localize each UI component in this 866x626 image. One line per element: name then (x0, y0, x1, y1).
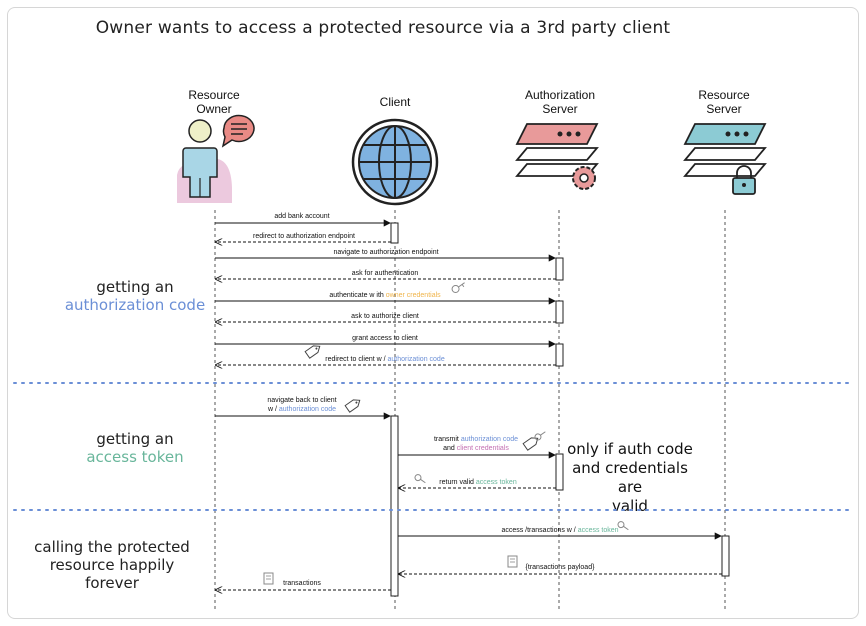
note-line2: and credentials are (572, 459, 688, 496)
label-ask-authentication: ask for authentication (352, 270, 419, 277)
phase-access-token: getting an access token (60, 430, 210, 466)
label-authenticate: authenticate w ith owner credentials (329, 292, 441, 299)
label-navigate-auth-endpoint: navigate to authorization endpoint (333, 249, 438, 256)
document-icon (507, 555, 518, 568)
code-tag-icon-2 (344, 399, 361, 413)
resource-server-icon (683, 123, 767, 195)
actor-client-line1: Client (379, 95, 411, 109)
actor-resource-line2: Server (706, 102, 742, 116)
actor-auth-line1: Authorization (524, 88, 596, 102)
token-key-icon-2 (617, 521, 629, 531)
resource-activation (721, 535, 730, 577)
actor-owner-label: Resource Owner (178, 88, 250, 116)
phase-1-line2: authorization code (64, 296, 206, 314)
authorization-server-icon (515, 123, 599, 190)
code-and-key-icon (522, 431, 546, 451)
actor-resource-label: Resource Server (686, 88, 762, 116)
client-globe-icon (351, 118, 439, 206)
phase-2-line2: access token (86, 448, 184, 466)
auth-activation-3 (555, 343, 564, 367)
owner-key-icon (451, 282, 465, 293)
actor-owner-line2: Owner (196, 102, 232, 116)
label-add-bank-account: add bank account (274, 213, 329, 220)
diagram-title: Owner wants to access a protected resour… (95, 18, 671, 38)
phase-2-line1: getting an (96, 430, 174, 448)
phase-3-line1: calling the protected (34, 538, 190, 556)
label-access-transactions: access /transactions w / access token (501, 527, 618, 534)
document-icon-2 (263, 572, 274, 585)
label-grant-access: grant access to client (352, 335, 418, 342)
label-return-token: return valid access token (439, 479, 517, 486)
auth-activation-2 (555, 300, 564, 324)
phase-3-line2: resource happily forever (49, 556, 175, 592)
actor-auth-line2: Server (542, 102, 578, 116)
actor-auth-label: Authorization Server (512, 88, 608, 116)
label-navigate-back-line1: navigate back to client (267, 397, 336, 404)
label-transmit-line1: transmit authorization code (434, 436, 518, 443)
label-transactions: transactions (283, 580, 321, 587)
actor-resource-line1: Resource (698, 88, 750, 102)
client-activation-2 (390, 415, 399, 597)
phase-1-line1: getting an (96, 278, 174, 296)
validity-note: only if auth code and credentials are va… (565, 440, 695, 516)
label-redirect-auth-endpoint: redirect to authorization endpoint (253, 233, 355, 240)
auth-activation-4 (555, 453, 564, 491)
token-key-icon (414, 474, 426, 484)
note-line1: only if auth code (567, 440, 693, 458)
label-redirect-with-code: redirect to client w / authorization cod… (325, 356, 445, 363)
actor-owner-line1: Resource (188, 88, 240, 102)
label-transactions-payload: {transactions payload} (526, 564, 596, 571)
diagram-frame (7, 7, 859, 619)
phase-authorization-code: getting an authorization code (60, 278, 210, 314)
label-transmit-line2: and client credentials (443, 445, 509, 452)
label-navigate-back-line2: w / authorization code (267, 406, 336, 413)
phase-calling-resource: calling the protected resource happily f… (22, 538, 202, 592)
code-tag-icon (304, 345, 321, 359)
actor-client-label: Client (359, 95, 431, 109)
auth-activation-1 (555, 257, 564, 281)
resource-owner-icon (177, 114, 255, 203)
client-activation-1 (390, 222, 399, 244)
label-ask-authorize: ask to authorize client (351, 313, 419, 320)
